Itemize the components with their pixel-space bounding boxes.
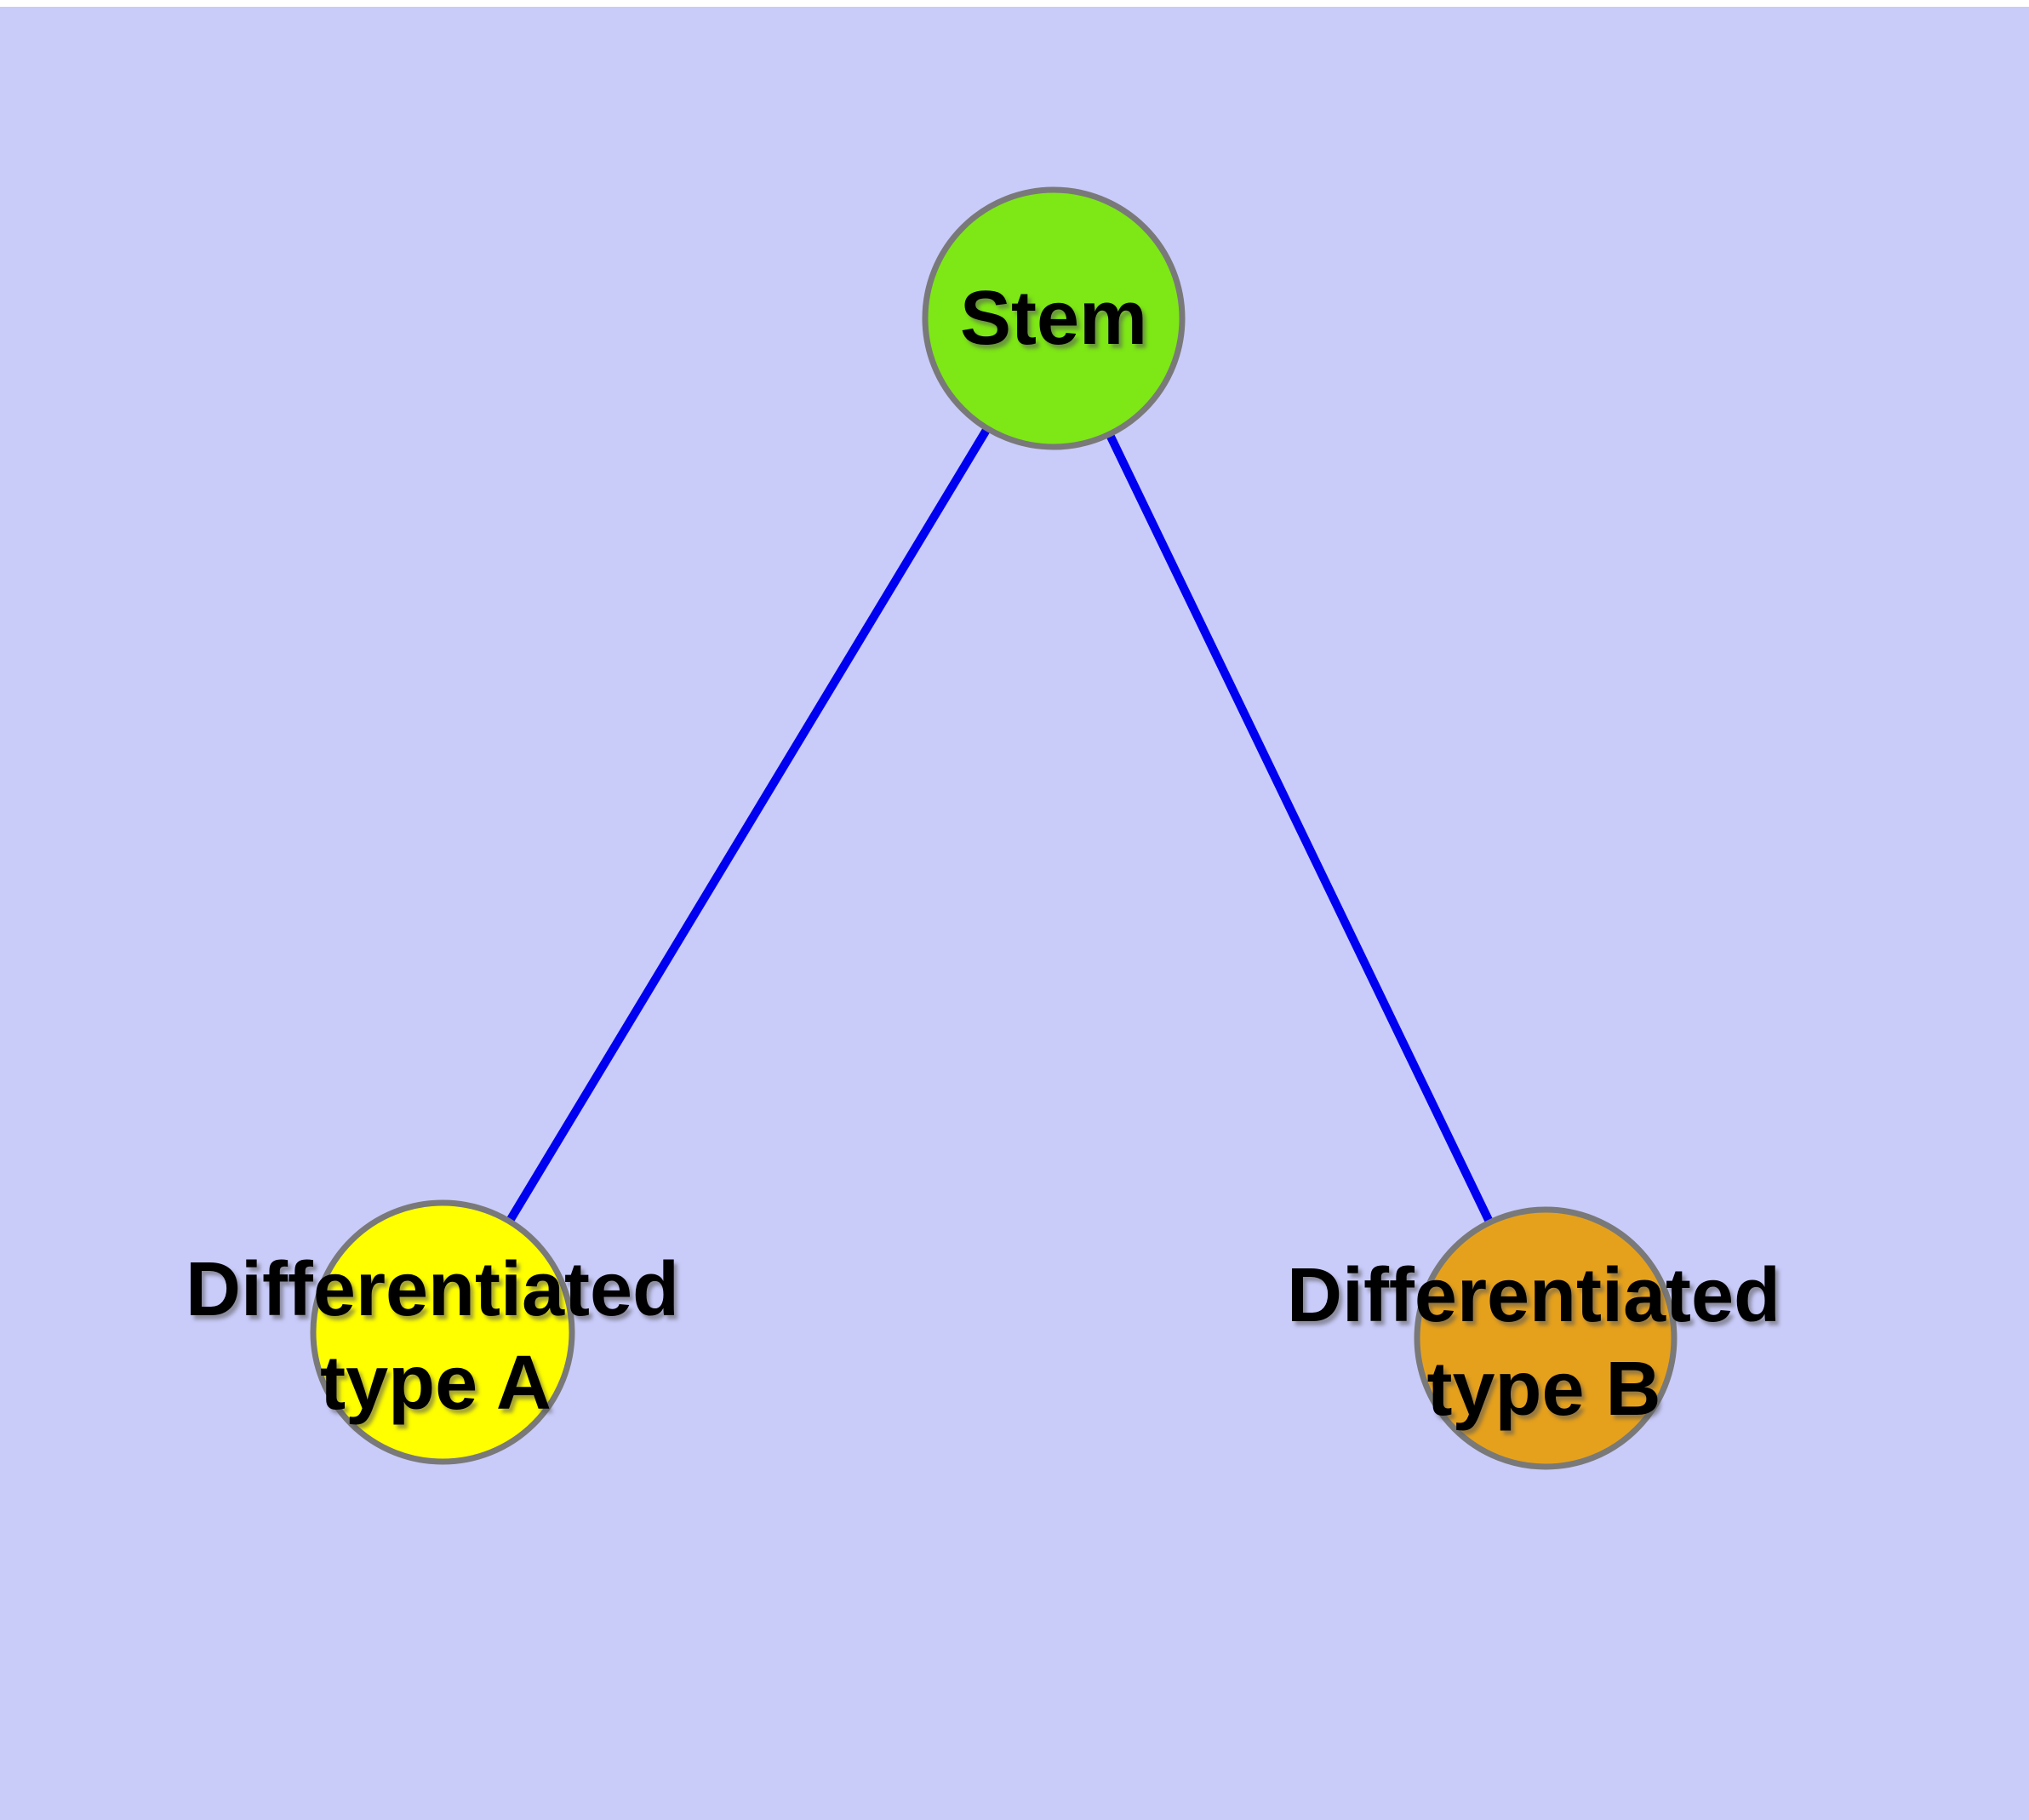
edge-stem-to-type-b <box>1049 314 1550 1342</box>
node-type-b-label-line2: type B <box>1426 1347 1660 1432</box>
node-type-b-label-line1: Differentiated <box>1287 1253 1780 1338</box>
node-stem-label: Stem <box>960 276 1147 361</box>
edge-stem-to-type-a <box>438 314 1058 1336</box>
node-type-a-label-line1: Differentiated <box>186 1247 679 1332</box>
node-type-b-circle <box>1414 1206 1677 1470</box>
node-type-a-label-line2: type A <box>320 1341 552 1426</box>
node-stem-circle <box>922 186 1186 450</box>
node-type-a-circle <box>310 1199 575 1465</box>
